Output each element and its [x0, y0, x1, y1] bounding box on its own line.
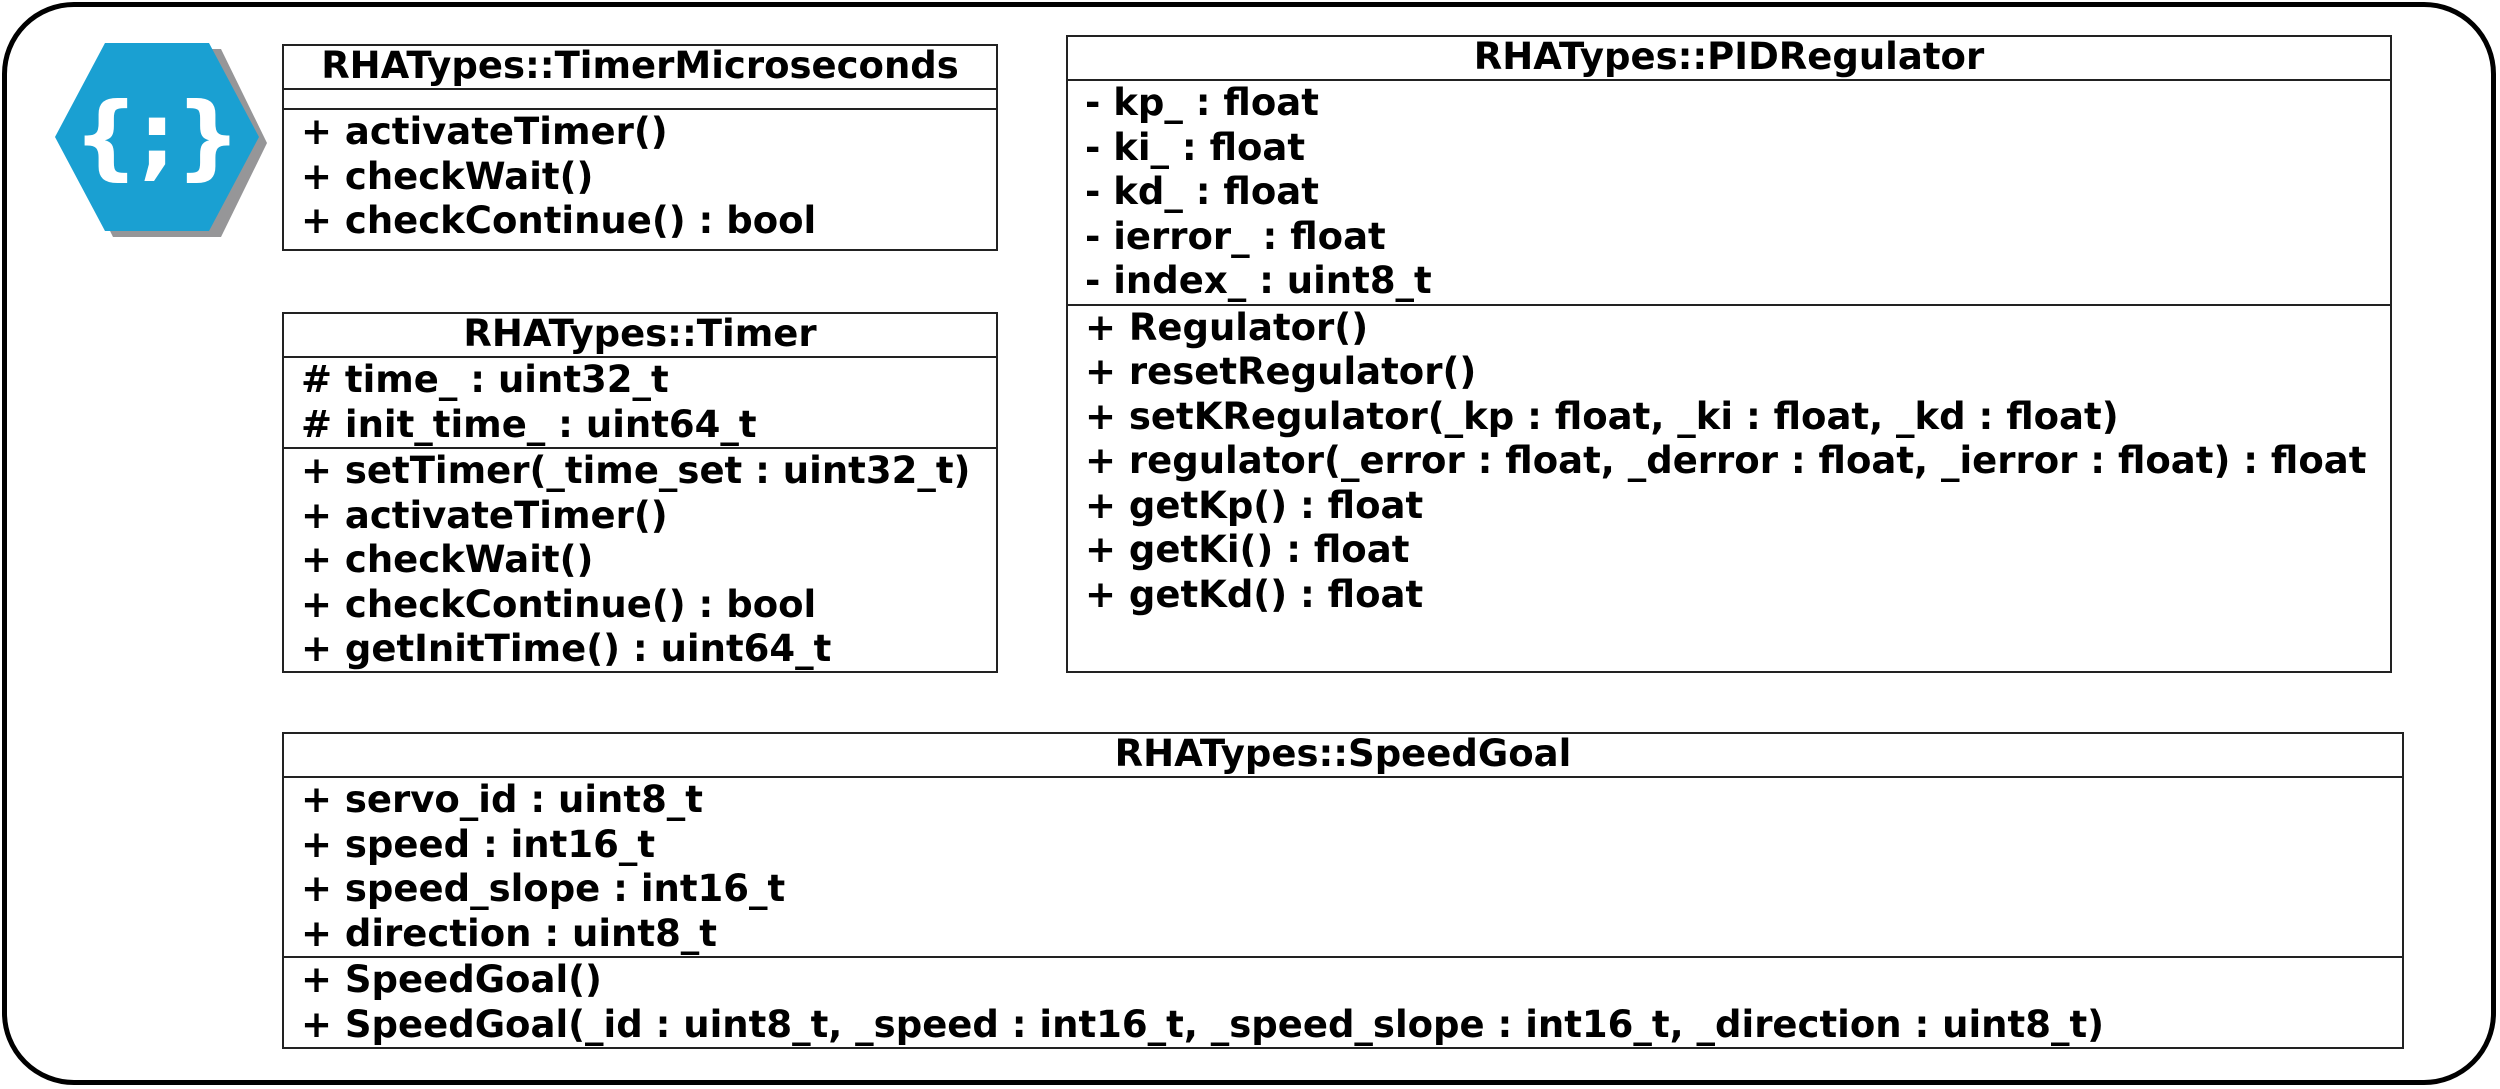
method-row: + activateTimer() — [301, 493, 668, 537]
attribute-row: - index_ : uint8_t — [1085, 259, 1432, 302]
attribute-row: + speed : int16_t — [301, 822, 656, 866]
method-row: + getInitTime() : uint64_t — [301, 627, 832, 670]
attribute-row: # time_ : uint32_t — [301, 358, 669, 401]
methods-section: + SpeedGoal() + SpeedGoal(_id : uint8_t,… — [284, 958, 2402, 1047]
method-row: + checkWait() — [301, 538, 594, 581]
class-title: RHATypes::TimerMicroseconds — [284, 46, 996, 90]
class-title: RHATypes::PIDRegulator — [1068, 37, 2390, 81]
method-row: + SpeedGoal(_id : uint8_t, _speed : int1… — [301, 1002, 2105, 1046]
attributes-section: # time_ : uint32_t # init_time_ : uint64… — [284, 358, 996, 449]
method-row: + SpeedGoal() — [301, 958, 602, 1001]
attribute-row: + servo_id : uint8_t — [301, 778, 703, 821]
class-speed-goal: RHATypes::SpeedGoal + servo_id : uint8_t… — [282, 732, 2404, 1049]
attribute-row: - kd_ : float — [1085, 170, 1319, 213]
method-row: + regulator(_error : float, _derror : fl… — [1085, 439, 2367, 482]
method-row: + getKp() : float — [1085, 483, 1424, 527]
methods-section: + setTimer(_time_set : uint32_t) + activ… — [284, 449, 996, 672]
methods-section: + activateTimer() + checkWait() + checkC… — [284, 110, 996, 244]
class-timer-microseconds: RHATypes::TimerMicroseconds + activateTi… — [282, 44, 998, 251]
attribute-row: - ki_ : float — [1085, 125, 1306, 169]
attribute-row: # init_time_ : uint64_t — [301, 402, 757, 446]
methods-section: + Regulator() + resetRegulator() + setKR… — [1068, 306, 2390, 618]
class-title: RHATypes::SpeedGoal — [284, 734, 2402, 778]
logo-hexagon — [55, 43, 259, 231]
method-row: + getKd() : float — [1085, 572, 1424, 616]
method-row: + Regulator() — [1085, 305, 1369, 349]
attributes-section — [284, 90, 996, 110]
method-row: + checkContinue() : bool — [301, 582, 817, 626]
class-pid-regulator: RHATypes::PIDRegulator - kp_ : float - k… — [1066, 35, 2392, 673]
attributes-section: - kp_ : float - ki_ : float - kd_ : floa… — [1068, 81, 2390, 306]
attribute-row: + direction : uint8_t — [301, 911, 717, 955]
class-title: RHATypes::Timer — [284, 314, 996, 358]
attributes-section: + servo_id : uint8_t + speed : int16_t +… — [284, 778, 2402, 958]
method-row: + activateTimer() — [301, 110, 668, 153]
method-row: + checkWait() — [301, 154, 594, 198]
method-row: + resetRegulator() — [1085, 350, 1477, 393]
curly-braces-semicolon-icon: {;} — [55, 43, 267, 237]
attribute-row: - ierror_ : float — [1085, 214, 1386, 258]
class-timer: RHATypes::Timer # time_ : uint32_t # ini… — [282, 312, 998, 673]
attribute-row: - kp_ : float — [1085, 81, 1319, 124]
method-row: + checkContinue() : bool — [301, 199, 817, 242]
logo-glyph: {;} — [73, 83, 241, 190]
method-row: + setKRegulator(_kp : float, _ki : float… — [1085, 394, 2119, 438]
method-row: + setTimer(_time_set : uint32_t) — [301, 449, 971, 492]
method-row: + getKi() : float — [1085, 528, 1410, 571]
attribute-row: + speed_slope : int16_t — [301, 867, 786, 910]
